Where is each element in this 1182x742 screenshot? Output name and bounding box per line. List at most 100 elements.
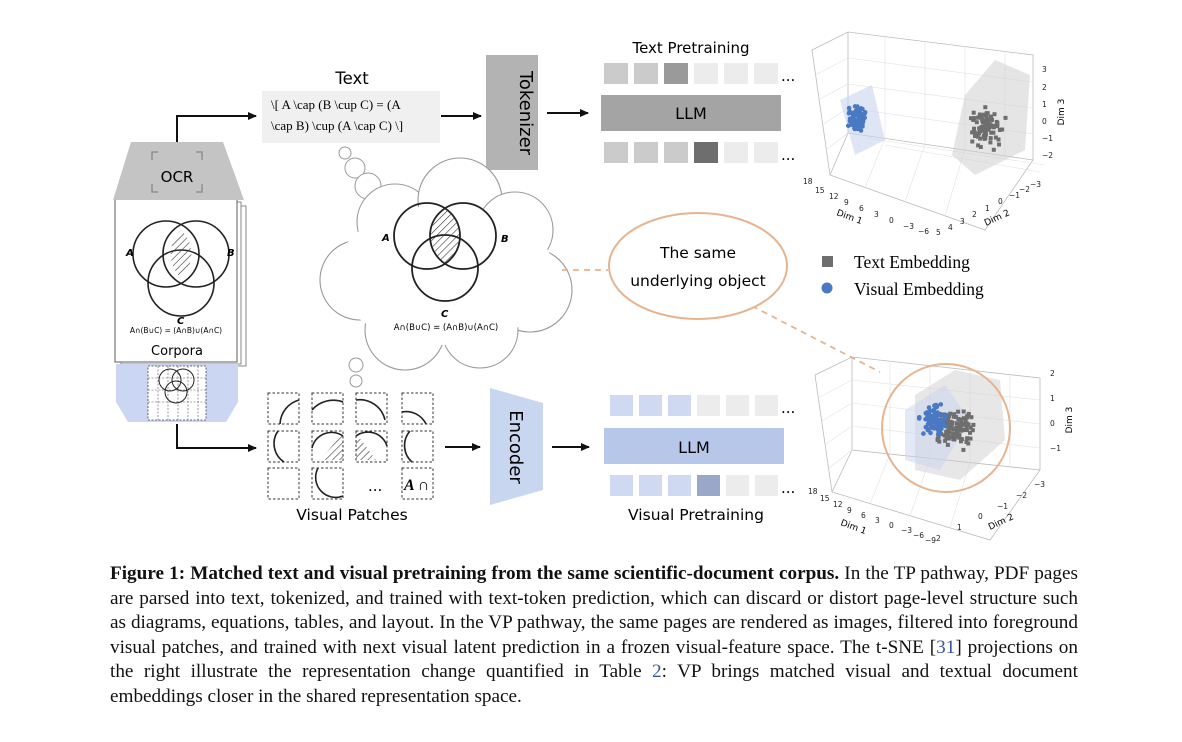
text-embedding-point xyxy=(961,428,966,433)
visual-embedding-point xyxy=(860,106,865,112)
ocr-label: OCR xyxy=(161,168,194,186)
text-pretraining-label: Text Pretraining xyxy=(631,39,749,57)
caption-body-3: : VP brings matched visual and textual d… xyxy=(110,661,1078,707)
text-embedding-point xyxy=(991,147,996,152)
visual-embedding-point xyxy=(937,431,942,436)
x-tick: 9 xyxy=(844,198,849,207)
z-tick: 1 xyxy=(1042,100,1047,109)
text-embedding-point xyxy=(991,125,996,130)
text-embedding-point xyxy=(946,433,951,438)
text-embedding-point xyxy=(960,437,965,442)
visual-embedding-point xyxy=(934,423,939,429)
text-embedding-point xyxy=(970,130,975,135)
text-embedding-point xyxy=(936,435,941,440)
text-embedding-point xyxy=(989,118,994,122)
y-tick: 1 xyxy=(985,204,990,213)
text-embedding-points-top xyxy=(969,105,1008,152)
latex-line-2: \cap B) \cup (A \cap C) \] xyxy=(271,118,403,133)
text-embedding-point xyxy=(977,114,982,119)
visual-token-row-bottom: ... xyxy=(610,475,795,497)
text-embedding-point xyxy=(970,428,975,433)
text-embedding-point xyxy=(935,438,940,442)
latex-text-box: \[ A \cap (B \cup C) = (A \cap B) \cup (… xyxy=(262,91,440,143)
text-embedding-point xyxy=(982,126,987,131)
text-embedding-point xyxy=(978,136,983,141)
visual-embedding-point xyxy=(928,416,933,422)
text-embedding-point xyxy=(945,442,950,447)
visual-ellipsis-top: ... xyxy=(781,399,795,417)
text-embedding-point xyxy=(988,136,993,141)
cloud-venn-equation: A∩(B∪C) = (A∩B)∪(A∩C) xyxy=(394,323,499,333)
y-tick: 2 xyxy=(972,210,977,219)
overlap-highlight-circle xyxy=(881,363,1011,493)
text-embedding-point xyxy=(947,414,952,419)
bubble-line-2: underlying object xyxy=(630,272,766,290)
text-embedding-point xyxy=(972,126,976,131)
caption-reference-link[interactable]: 31 xyxy=(936,636,956,658)
legend-text-marker xyxy=(822,256,833,267)
text-embedding-point xyxy=(989,114,993,119)
cloud-venn-label-a: A xyxy=(381,233,390,244)
text-embedding-point xyxy=(969,116,973,121)
text-embedding-point xyxy=(1003,115,1008,120)
text-embedding-point xyxy=(993,135,998,140)
z-tick: −2 xyxy=(1042,151,1053,160)
x-tick: −9 xyxy=(925,536,936,545)
visual-patches-grid: ... A ∩ xyxy=(267,392,434,500)
visual-llm-label: LLM xyxy=(678,438,710,457)
visual-embedding-point xyxy=(847,118,853,124)
text-embedding-point xyxy=(953,415,958,419)
text-embedding-point xyxy=(961,409,966,414)
visual-embedding-point xyxy=(931,415,937,420)
visual-embedding-point xyxy=(859,118,864,123)
text-embedding-point xyxy=(942,433,947,438)
text-embedding-point xyxy=(974,120,979,125)
cloud-venn-label-b: B xyxy=(501,234,509,245)
x-tick: 12 xyxy=(833,500,843,509)
tsne-plot-visual-pretraining: 2 1 0 −1 18 15 12 9 6 3 0 −3 −6 −9 2 1 0… xyxy=(808,356,1075,545)
text-embedding-point xyxy=(958,417,963,422)
z-tick: 3 xyxy=(1042,65,1047,74)
x-tick: 6 xyxy=(861,511,866,520)
visual-embedding-points-bottom xyxy=(916,402,949,437)
text-embedding-point xyxy=(959,421,964,426)
visual-embedding-point xyxy=(851,113,856,119)
visual-embedding-point xyxy=(855,126,860,132)
x-axis-label: Dim 1 xyxy=(839,518,868,537)
visual-embedding-point xyxy=(926,426,931,432)
venn-label-a: A xyxy=(125,248,134,259)
x-tick: −3 xyxy=(901,526,912,535)
x-tick: 3 xyxy=(874,210,879,219)
text-embedding-point xyxy=(997,142,1001,147)
caption-body-2: ] projections on the right illustrate th… xyxy=(110,636,1078,683)
visual-embedding-point xyxy=(857,113,862,118)
z-tick: 0 xyxy=(1050,419,1055,428)
text-embedding-point xyxy=(983,136,988,140)
bubble-connector-right xyxy=(751,305,881,373)
text-embedding-point xyxy=(986,117,990,122)
y-tick: 0 xyxy=(978,512,983,521)
text-embedding-point xyxy=(997,128,1002,132)
bubble-line-1: The same xyxy=(659,244,736,262)
z-tick: 2 xyxy=(1050,369,1055,378)
x-tick: 18 xyxy=(808,487,818,496)
corpora-venn-diagram: A B C A∩(B∪C) = (A∩B)∪(A∩C) xyxy=(125,220,235,335)
text-embedding-point xyxy=(972,116,977,121)
caption-table-link[interactable]: 2 xyxy=(652,661,662,683)
z-tick: 1 xyxy=(1050,394,1055,403)
legend-visual-marker xyxy=(821,282,833,294)
visual-embedding-point xyxy=(855,104,860,109)
text-embedding-point xyxy=(952,412,957,417)
caption-figure-label: Figure 1: xyxy=(110,563,186,584)
text-embedding-point xyxy=(978,145,983,149)
text-embedding-point xyxy=(956,409,961,414)
y-tick: −1 xyxy=(1009,191,1020,200)
text-embedding-point xyxy=(1000,127,1005,132)
text-embedding-point xyxy=(985,119,989,124)
visual-embedding-point xyxy=(944,412,949,418)
text-embedding-point xyxy=(959,428,964,433)
visual-embedding-points-top xyxy=(846,104,868,133)
text-embedding-point xyxy=(966,411,971,416)
x-tick: 15 xyxy=(815,186,825,195)
text-embedding-point xyxy=(968,436,973,441)
